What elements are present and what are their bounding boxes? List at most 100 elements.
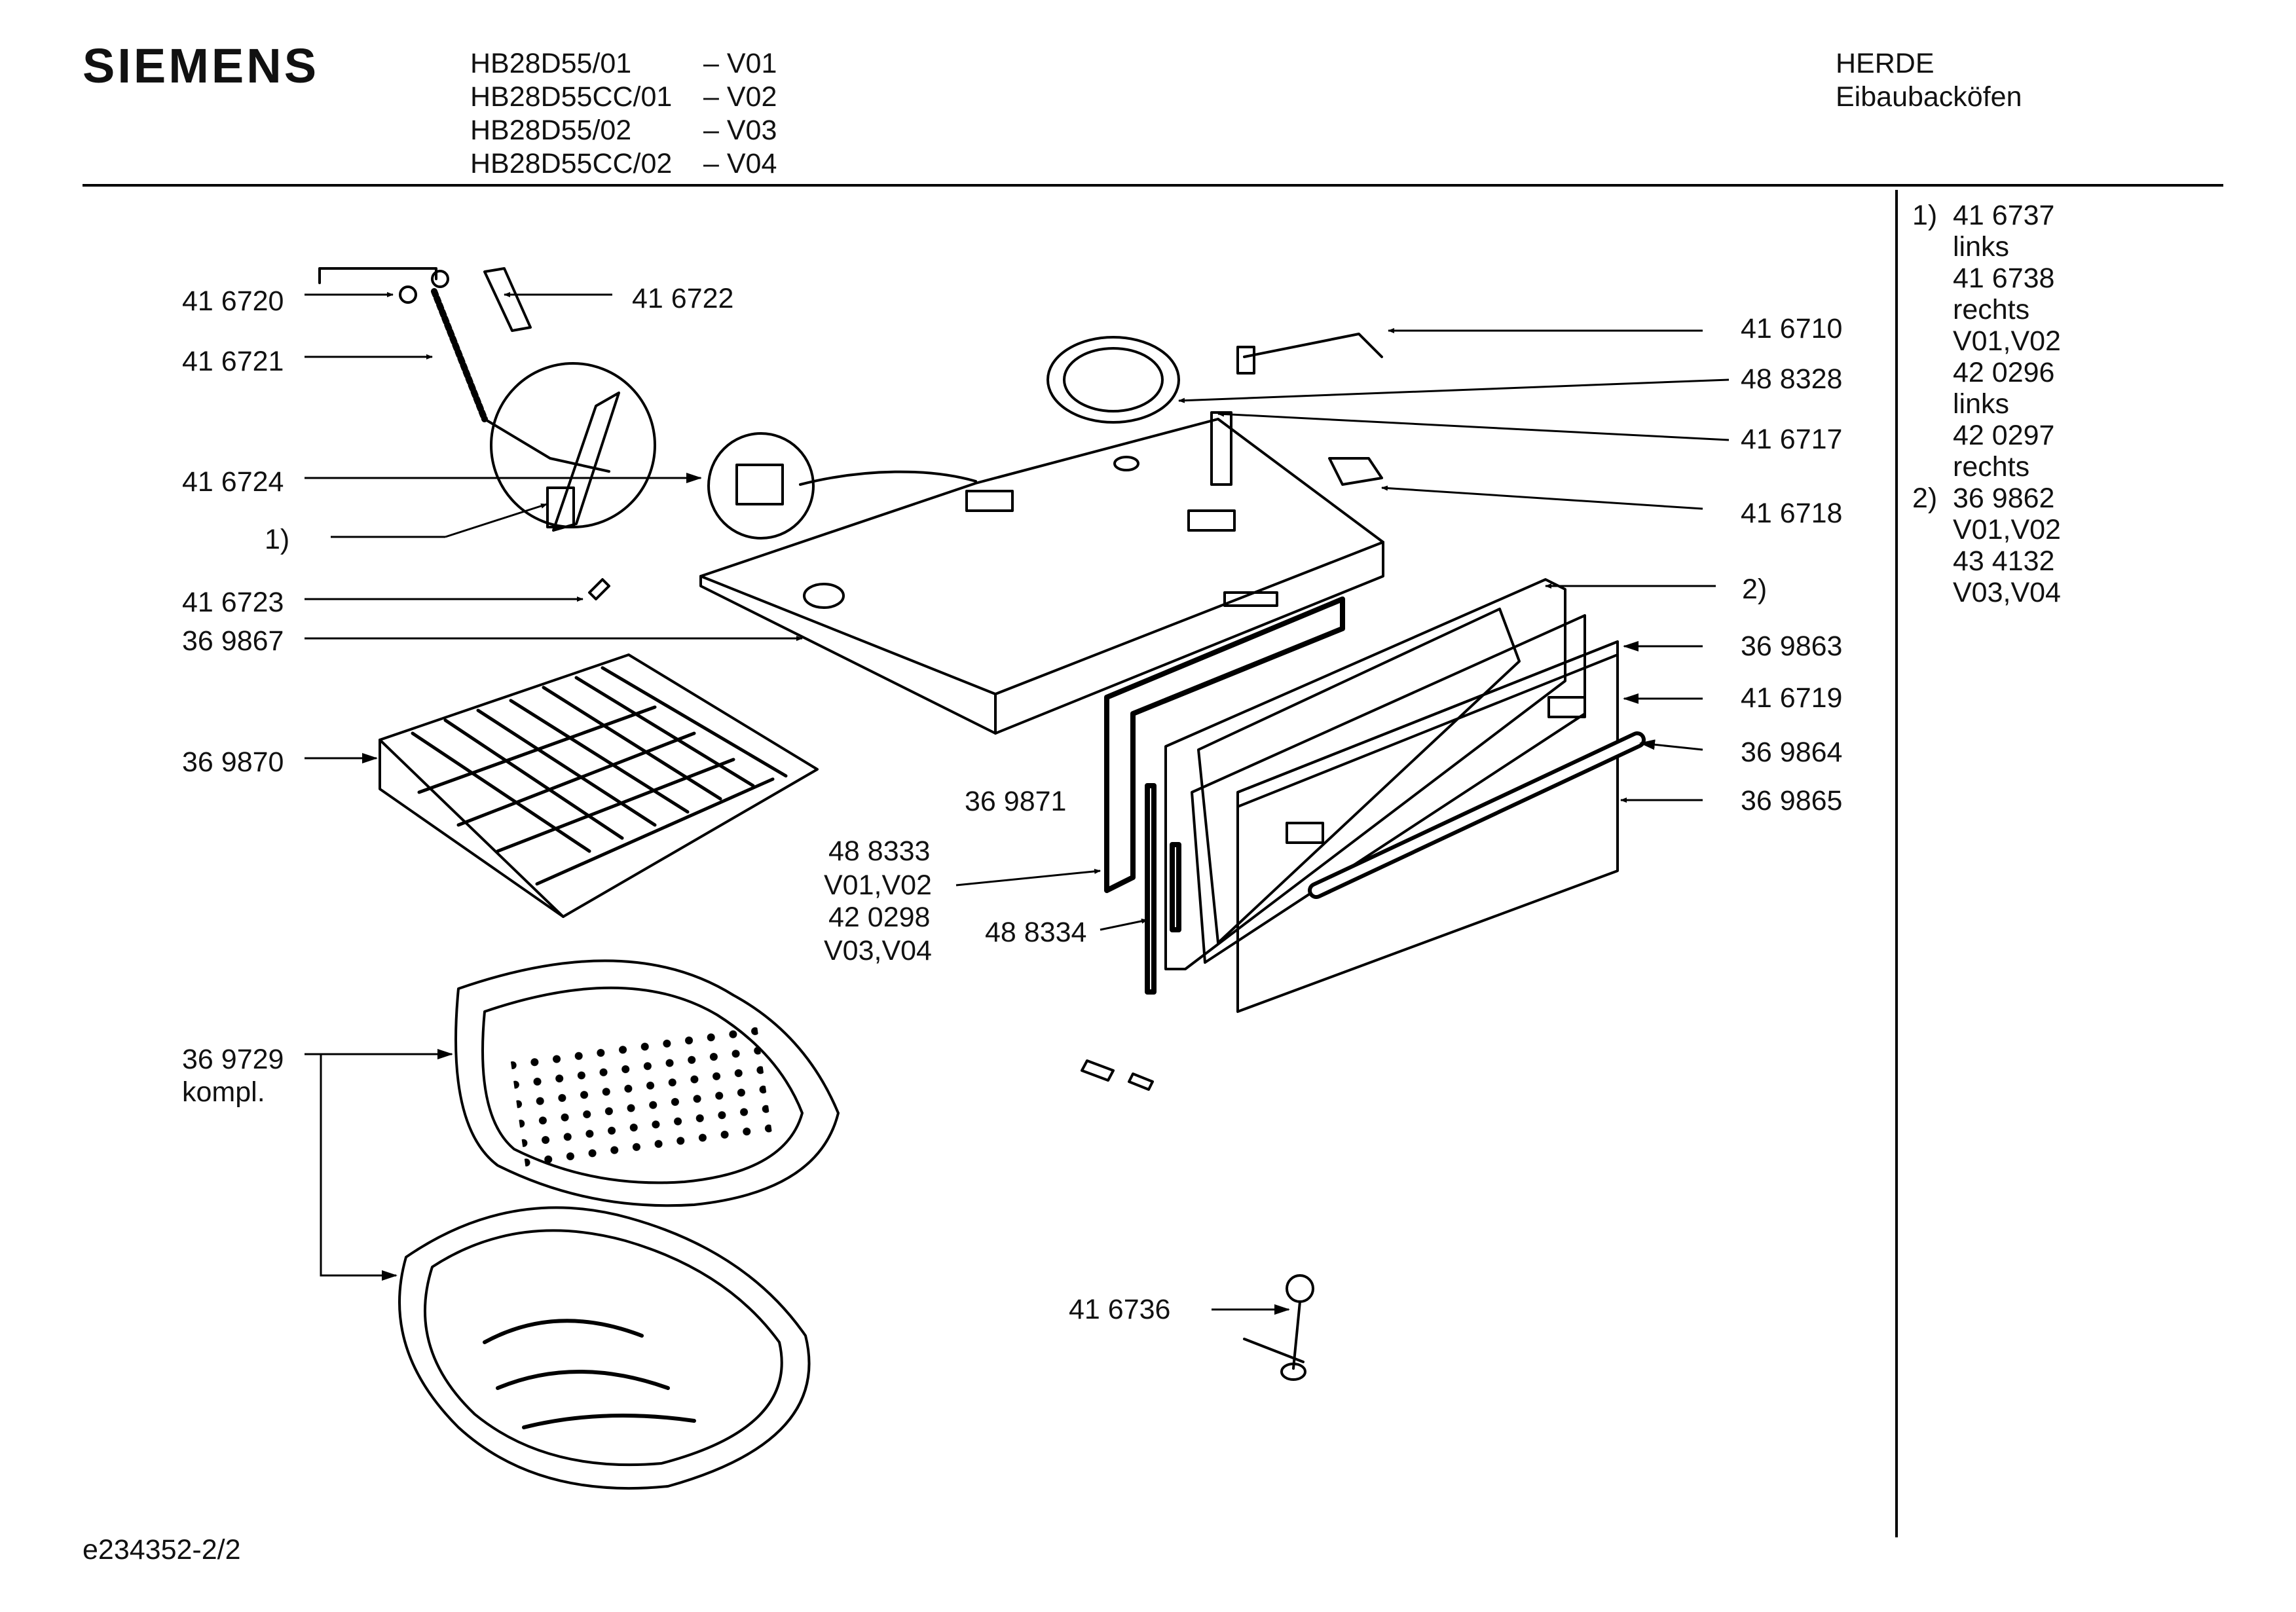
hinge-pin (483, 267, 532, 332)
leader-369729 (305, 1053, 445, 1275)
switch-wire (799, 470, 977, 486)
door-handle-inner (1312, 735, 1642, 895)
oven-top-front (699, 575, 997, 735)
note-row: rechts (1953, 294, 2030, 325)
note-row: V03,V04 (1953, 577, 2061, 608)
note-row: rechts (1953, 451, 2030, 483)
part-label: 41 6718 (1741, 498, 1843, 529)
door-gasket (1104, 596, 1345, 893)
skewer-collar (1280, 1363, 1306, 1381)
note-row: 42 0297 (1953, 420, 2055, 451)
footnote-ref: 2) (1742, 574, 1768, 605)
part-label: 41 6722 (632, 283, 734, 314)
roasting-dish-ribs (483, 1319, 696, 1429)
small-screw (588, 578, 610, 600)
top-hole-2 (1113, 456, 1139, 471)
oven-rack-bars (411, 666, 788, 853)
hinge-lever (483, 418, 610, 473)
screw-part (399, 285, 417, 304)
part-label: 41 6717 (1741, 424, 1843, 455)
part-label: 36 9863 (1741, 631, 1843, 662)
inner-door-panel (1197, 608, 1521, 944)
hinge-block (546, 486, 575, 528)
model-row: HB28D55/01– V01 (470, 48, 777, 79)
oven-top-panel (699, 418, 1384, 695)
model-row: HB28D55CC/02– V04 (470, 148, 777, 179)
note-row: 41 6738 (1953, 263, 2055, 294)
part-label: 48 8334 (985, 917, 1087, 948)
part-label: 36 9870 (182, 746, 284, 778)
note-row: links (1953, 231, 2010, 263)
leader-hinge-diag (445, 503, 547, 538)
note-row: 43 4132 (1953, 545, 2055, 577)
leader-416717 (1217, 411, 1730, 441)
part-label: 41 6721 (182, 346, 284, 377)
category-title: HERDE (1836, 48, 1935, 79)
door-screw (1081, 1059, 1115, 1082)
part-label: 41 6724 (182, 466, 284, 498)
note-row: V01,V02 (1953, 325, 2061, 357)
inner-door-frame (1164, 578, 1566, 970)
door-screw-2 (1128, 1072, 1154, 1091)
oven-rack-frame (379, 653, 819, 918)
part-label: V03,V04 (824, 935, 932, 966)
part-label: 48 8328 (1741, 363, 1843, 395)
bake-tray-rim (454, 959, 840, 1207)
lamp-glass (1063, 347, 1164, 412)
bake-tray-perforation (510, 1024, 773, 1176)
part-label: 41 6736 (1069, 1294, 1171, 1325)
door-seal-strip-2 (1170, 842, 1181, 932)
bake-tray-inner (481, 986, 804, 1184)
part-label: 41 6719 (1741, 682, 1843, 714)
leader-488333 (955, 868, 1101, 887)
outer-door-top-trim (1236, 640, 1619, 808)
part-label: V01,V02 (824, 870, 932, 901)
part-label: 41 6710 (1741, 313, 1843, 344)
hinge-spring (431, 288, 488, 422)
part-label: 41 6723 (182, 587, 284, 618)
note-row: 2)36 9862 (1912, 483, 2055, 514)
part-label: 36 9865 (1741, 785, 1843, 816)
notes-column: 1)41 6737 links 41 6738 rechts V01,V02 4… (1912, 200, 2061, 608)
switch-detail-circle (707, 432, 815, 540)
leader-488328 (1178, 378, 1730, 403)
part-label: 36 9871 (965, 786, 1067, 817)
model-row: HB28D55/02– V03 (470, 115, 777, 146)
door-seal-strip (1145, 783, 1157, 995)
roasting-dish-outer (398, 1206, 811, 1490)
leader-369864 (1639, 739, 1703, 751)
part-label: 48 8333 (828, 835, 931, 867)
part-label: 36 9729 (182, 1044, 284, 1075)
part-label: kompl. (182, 1076, 265, 1108)
oven-rack-cross (417, 705, 775, 886)
skewer-spit (1243, 1338, 1305, 1363)
leader-416718 (1381, 485, 1703, 510)
oven-rack-rim (379, 739, 565, 918)
clip-part (431, 270, 449, 288)
lamp-cover-post (1210, 411, 1232, 486)
part-label: 36 9867 (182, 625, 284, 657)
part-label: 36 9864 (1741, 737, 1843, 768)
handle-mount-right (1547, 696, 1586, 718)
note-row: V01,V02 (1953, 514, 2061, 545)
part-label: 42 0298 (828, 902, 931, 933)
model-row: HB28D55CC/01– V02 (470, 81, 777, 113)
top-bracket (965, 490, 1014, 512)
note-row: links (1953, 388, 2010, 420)
brand-logo: SIEMENS (83, 39, 320, 93)
model-list: HB28D55/01– V01 HB28D55CC/01– V02 HB28D5… (470, 47, 777, 181)
part-label: 41 6720 (182, 285, 284, 317)
leader-488334 (1100, 918, 1148, 931)
top-bracket-2 (1187, 509, 1236, 532)
handle-mount-left (1286, 822, 1324, 844)
switch-part (735, 464, 784, 505)
drawing-code: e234352-2/2 (83, 1534, 241, 1566)
bracket-line (318, 267, 437, 284)
roasting-dish-inner (424, 1229, 783, 1467)
sensor-mount (1236, 346, 1255, 375)
skewer-knob (1286, 1274, 1314, 1303)
top-hole (803, 583, 845, 609)
oven-top-side (994, 541, 1384, 735)
lamp-housing (1046, 336, 1180, 424)
